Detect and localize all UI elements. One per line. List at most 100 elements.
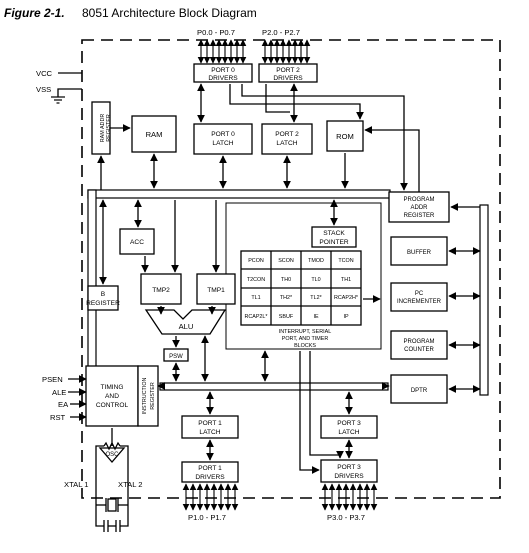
port3-drivers-box bbox=[320, 459, 378, 483]
port2-latch-line2: LATCH bbox=[276, 140, 297, 147]
psw-box bbox=[163, 348, 189, 362]
psen-pin-label: PSEN bbox=[42, 375, 63, 384]
ea-pin-label: EA bbox=[58, 400, 69, 409]
sfr-caption-line3: BLOCKS bbox=[294, 343, 316, 349]
port0-drivers-line2: DRIVERS bbox=[208, 75, 238, 82]
ale-pin-label: ALE bbox=[52, 388, 66, 397]
sfr-cell: RCAP2L* bbox=[244, 314, 268, 320]
pc-incrementer-line1: PC bbox=[415, 291, 424, 297]
program-addr-register-line2: ADDR bbox=[410, 205, 428, 211]
sfr-cell: TH0 bbox=[281, 277, 291, 283]
p2-driver-route-2 bbox=[265, 84, 290, 113]
osc-resistor-icon bbox=[103, 441, 121, 451]
lower-internal-bus bbox=[159, 382, 389, 391]
figure-label: Figure 2-1. bbox=[4, 6, 65, 20]
program-counter-line2: COUNTER bbox=[404, 347, 434, 353]
port3-latch-box bbox=[320, 415, 378, 439]
sfr-cell: TL1 bbox=[251, 295, 260, 301]
tmp2-label: TMP2 bbox=[152, 287, 170, 294]
buffer-label: BUFFER bbox=[407, 250, 432, 256]
sfr-cell: TH1 bbox=[341, 277, 351, 283]
sfr-cell: TL2* bbox=[310, 295, 322, 301]
rom-box bbox=[326, 120, 364, 152]
program-addr-register-box bbox=[388, 191, 450, 223]
program-counter-line1: PROGRAM bbox=[403, 339, 434, 345]
port1-pin-label: P1.0 - P1.7 bbox=[188, 513, 226, 522]
program-addr-register-line1: PROGRAM bbox=[403, 197, 434, 203]
figure-title: 8051 Architecture Block Diagram bbox=[82, 6, 257, 20]
pc-incrementer-line2: INCREMENTER bbox=[397, 299, 442, 305]
oscillator-symbol bbox=[98, 447, 126, 463]
osc-label: OSC bbox=[105, 452, 119, 458]
port3-pin-label: P3.0 - P3.7 bbox=[327, 513, 365, 522]
p2-driver-route bbox=[241, 84, 408, 191]
port1-drivers-line1: PORT 1 bbox=[198, 465, 222, 472]
port0-latch-box bbox=[193, 123, 253, 155]
rom-label: ROM bbox=[336, 132, 354, 141]
instruction-register-line1: INSTRUCTION bbox=[142, 377, 148, 414]
sfr-cell: RCAP2H* bbox=[334, 295, 359, 301]
port0-latch-line1: PORT 0 bbox=[211, 131, 235, 138]
sfr-cell: PCON bbox=[248, 258, 264, 264]
xtal1-pin-label: XTAL 1 bbox=[64, 480, 88, 489]
port0-drivers-box bbox=[193, 63, 253, 83]
port1-drivers-box bbox=[181, 461, 239, 483]
port2-latch-box bbox=[261, 123, 313, 155]
acc-label: ACC bbox=[130, 239, 144, 246]
program-addr-register-line3: REGISTER bbox=[404, 213, 435, 219]
xtal2-pin-label: XTAL 2 bbox=[118, 480, 142, 489]
port3-drivers-line1: PORT 3 bbox=[337, 464, 361, 471]
ground-icon bbox=[51, 96, 65, 104]
port1-pin-arrows bbox=[182, 483, 239, 511]
osc-resistor-wire bbox=[95, 445, 104, 455]
b-register-line1: B bbox=[101, 291, 106, 298]
b-register-line2: REGISTER bbox=[86, 300, 120, 307]
dptr-box bbox=[390, 374, 448, 404]
sfr-table: PCON SCON TMOD TCON T2CON TH0 TL0 TH1 TL… bbox=[240, 250, 362, 326]
ram-box bbox=[131, 115, 177, 153]
sfr-cell: TH2* bbox=[280, 295, 293, 301]
port0-pin-label: P0.0 - P0.7 bbox=[197, 28, 235, 37]
timing-control-line1: TIMING bbox=[100, 384, 123, 391]
sfr-cell: TCON bbox=[338, 258, 353, 264]
acc-box bbox=[119, 228, 155, 255]
pc-incrementer-box bbox=[390, 282, 448, 312]
port2-latch-line1: PORT 2 bbox=[275, 131, 299, 138]
right-address-bus bbox=[479, 204, 489, 396]
sfr-caption-line2: PORT, AND TIMER bbox=[282, 336, 329, 342]
rst-pin-label: RST bbox=[50, 413, 66, 422]
port1-latch-line1: PORT 1 bbox=[198, 420, 222, 427]
port1-drivers-line2: DRIVERS bbox=[195, 474, 225, 481]
osc-resistor-wire-2 bbox=[120, 445, 129, 455]
upper-internal-bus bbox=[87, 189, 391, 199]
instruction-register-box bbox=[137, 365, 159, 427]
sfr-cell: IP bbox=[343, 314, 348, 320]
paddr-rom-route bbox=[364, 126, 420, 192]
port1-latch-line2: LATCH bbox=[199, 429, 220, 436]
stack-pointer-line1: STACK bbox=[323, 230, 345, 237]
program-counter-box bbox=[390, 330, 448, 360]
p0-driver-route bbox=[229, 84, 364, 120]
cap-wire-2 bbox=[120, 518, 129, 527]
psw-label: PSW bbox=[169, 354, 183, 360]
sfr-port3-route bbox=[299, 351, 320, 474]
port3-drivers-line2: DRIVERS bbox=[334, 473, 364, 480]
sfr-cell: TL0 bbox=[311, 277, 320, 283]
ram-addr-register-label: RAM ADDR bbox=[100, 114, 106, 143]
port0-pin-arrows bbox=[197, 39, 247, 64]
ram-label: RAM bbox=[146, 130, 163, 139]
port2-drivers-box bbox=[258, 63, 318, 83]
sfr-cell: SBUF bbox=[279, 314, 294, 320]
ram-addr-register-label-2: REGISTER bbox=[106, 114, 112, 142]
port2-pin-arrows bbox=[261, 39, 311, 64]
b-register-box bbox=[87, 285, 119, 311]
port3-pin-arrows bbox=[321, 483, 378, 511]
port2-drivers-line2: DRIVERS bbox=[273, 75, 303, 82]
tmp2-box bbox=[140, 273, 182, 305]
sfr-cell: IE bbox=[313, 314, 318, 320]
stack-pointer-box bbox=[311, 226, 357, 248]
dptr-label: DPTR bbox=[411, 388, 428, 394]
port2-pin-label: P2.0 - P2.7 bbox=[262, 28, 300, 37]
port2-drivers-line1: PORT 2 bbox=[276, 67, 300, 74]
